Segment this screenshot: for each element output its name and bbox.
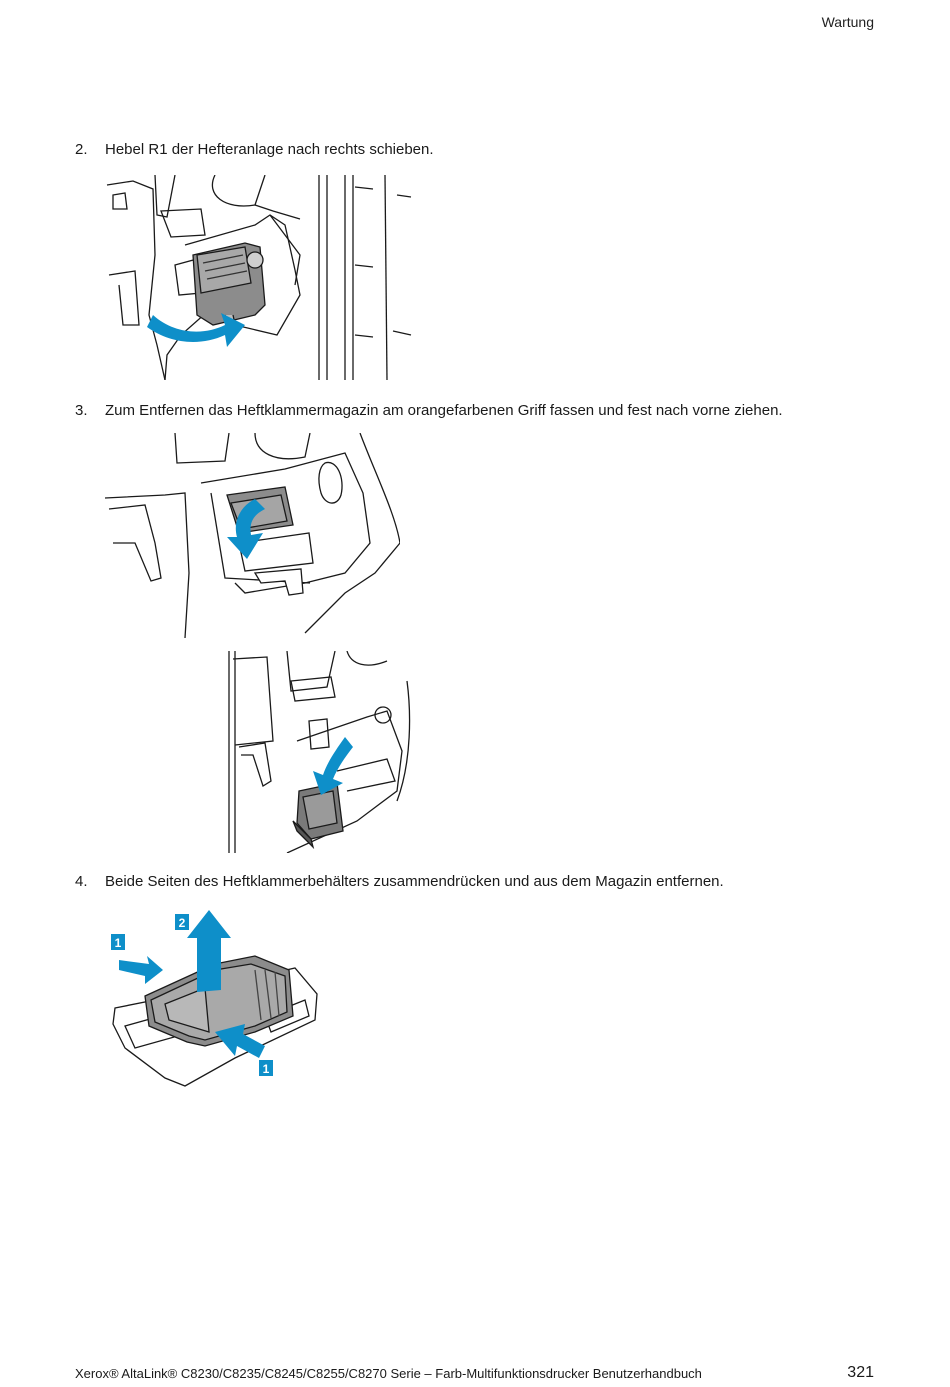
callout-2: 2	[179, 916, 186, 930]
step-4: 4. Beide Seiten des Heftklammerbehälters …	[75, 873, 724, 890]
figure-pull-magazine-a	[105, 433, 400, 638]
page-number: 321	[847, 1364, 874, 1381]
step-text: Hebel R1 der Hefteranlage nach rechts sc…	[105, 141, 434, 158]
step-number: 2.	[75, 141, 88, 158]
figure-remove-cartridge: 1 2 1	[105, 908, 330, 1098]
callout-1-left: 1	[115, 936, 122, 950]
step-number: 4.	[75, 873, 88, 890]
step-3: 3. Zum Entfernen das Heftklammermagazin a…	[75, 402, 783, 419]
callout-1-right: 1	[263, 1062, 270, 1076]
step-2: 2. Hebel R1 der Hefteranlage nach rechts …	[75, 141, 434, 158]
step-number: 3.	[75, 402, 88, 419]
figure-lever-r1	[105, 175, 415, 380]
figure-pull-magazine-b	[227, 651, 412, 853]
step-text: Beide Seiten des Heftklammerbehälters zu…	[105, 873, 724, 890]
footer-text: Xerox® AltaLink® C8230/C8235/C8245/C8255…	[75, 1366, 702, 1381]
section-header: Wartung	[821, 14, 874, 30]
step-text: Zum Entfernen das Heftklammermagazin am …	[105, 402, 783, 419]
